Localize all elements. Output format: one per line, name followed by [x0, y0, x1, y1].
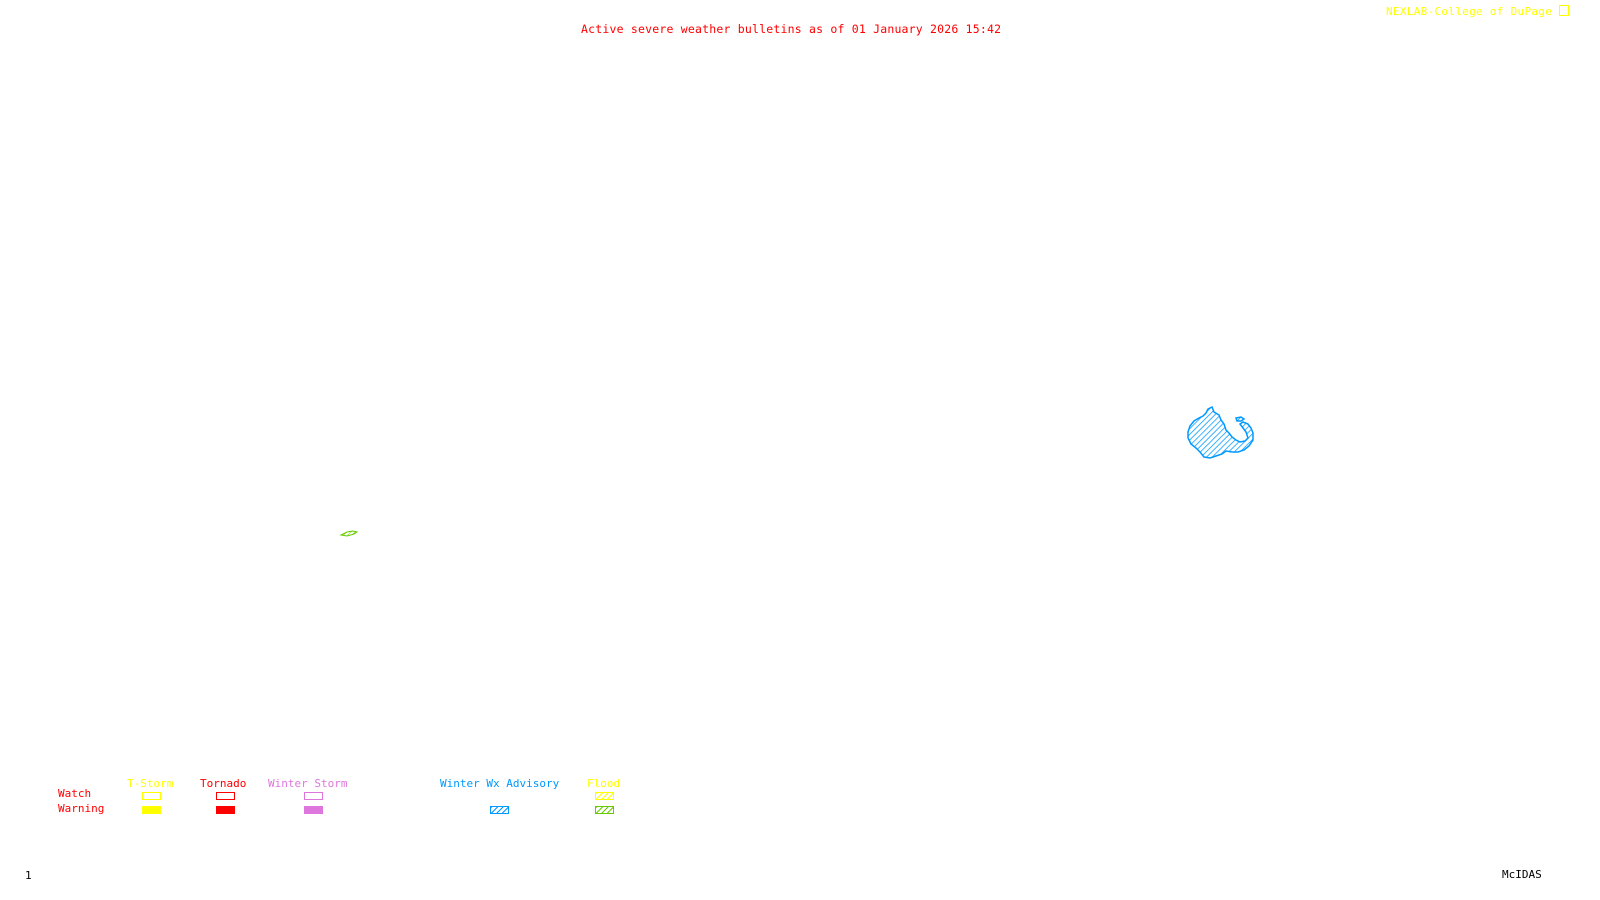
legend-winter-wx-advisory-label: Winter Wx Advisory [440, 777, 560, 790]
flood-warning-swatch [595, 806, 614, 814]
tstorm-watch-swatch [142, 792, 161, 800]
flood-warning-area[interactable] [339, 530, 359, 537]
software-label: McIDAS [1502, 868, 1542, 881]
winter-wx-advisory-area[interactable] [1187, 405, 1254, 459]
advisory-polygon-cape [1235, 416, 1246, 422]
flood-watch-swatch [595, 792, 614, 800]
tstorm-warning-swatch [142, 806, 161, 814]
credit-label: NEXLAB-College of DuPage [1386, 4, 1570, 18]
flood-polygon [339, 530, 359, 537]
resize-arrow-icon [1559, 5, 1570, 16]
winter-storm-watch-swatch [304, 792, 323, 800]
legend-winter-storm-label: Winter Storm [268, 777, 348, 790]
legend-tstorm-label: T-Storm [127, 777, 174, 790]
credit-text: NEXLAB-College of DuPage [1386, 5, 1553, 18]
frame-number: 1 [25, 869, 32, 882]
winter-storm-warning-swatch [304, 806, 323, 814]
bulletin-title: Active severe weather bulletins as of 01… [581, 22, 1002, 36]
legend-row-watch: Watch [58, 787, 92, 800]
legend-flood-label: Flood [587, 777, 621, 790]
tornado-watch-swatch [216, 792, 235, 800]
tornado-warning-swatch [216, 806, 235, 814]
legend-row-warning: Warning [58, 802, 105, 815]
winter-wx-advisory-swatch [490, 806, 509, 814]
advisory-polygon-mainland [1187, 405, 1254, 459]
legend-tornado-label: Tornado [200, 777, 247, 790]
